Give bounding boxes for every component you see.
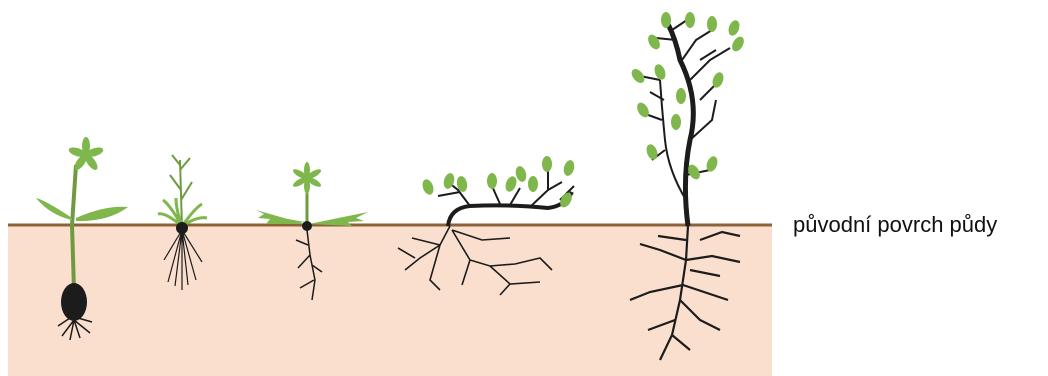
soil-surface-label: původní povrch půdy: [793, 212, 997, 238]
soil-area: [8, 225, 772, 376]
